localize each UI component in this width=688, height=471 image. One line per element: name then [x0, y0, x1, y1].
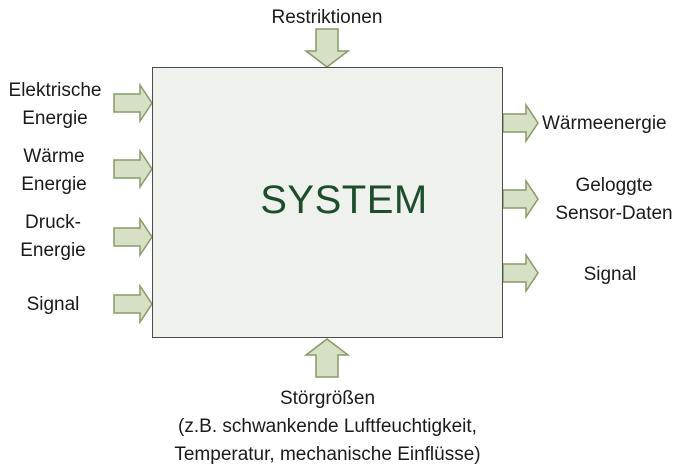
- output-label-sensor-daten: Geloggte Sensor-Daten: [540, 172, 688, 228]
- input-label-line: Energie: [21, 174, 87, 195]
- stoergroessen-line: Temperatur, mechanische Einflüsse): [174, 444, 481, 465]
- input-arrow-waerme-energie: [113, 148, 153, 190]
- restriktionen-text: Restriktionen: [271, 7, 383, 28]
- input-label-line: Signal: [26, 294, 80, 315]
- output-label-waermeenergie: Wärmeenergie: [542, 110, 667, 138]
- input-label-signal: Signal: [0, 291, 106, 319]
- output-label-line: Geloggte: [575, 175, 653, 196]
- input-label-line: Energie: [20, 240, 86, 261]
- system-title: SYSTEM: [260, 178, 428, 222]
- output-label-line: Sensor-Daten: [555, 203, 673, 224]
- input-label-waerme-energie: Wärme Energie: [0, 143, 108, 199]
- stoergroessen-line: (z.B. schwankende Luftfeuchtigkeit,: [178, 416, 477, 437]
- input-label-line: Elektrische: [8, 80, 102, 101]
- restriktionen-label: Restriktionen: [227, 4, 427, 32]
- input-arrow-signal: [113, 283, 153, 325]
- system-box: [152, 67, 503, 338]
- stoergroessen-arrow: [303, 338, 351, 378]
- stoergroessen-label: Störgrößen (z.B. schwankende Luftfeuchti…: [130, 385, 525, 469]
- output-arrow-sensor-daten: [502, 178, 539, 220]
- input-arrow-elektrische-energie: [113, 82, 153, 124]
- input-label-line: Energie: [22, 108, 88, 129]
- output-label-line: Signal: [583, 264, 637, 285]
- output-label-line: Wärmeenergie: [542, 113, 667, 134]
- input-label-elektrische-energie: Elektrische Energie: [0, 77, 110, 133]
- input-label-line: Wärme: [23, 146, 85, 167]
- restriktionen-arrow: [303, 28, 351, 68]
- input-label-line: Druck-: [25, 212, 81, 233]
- output-arrow-waermeenergie: [502, 102, 539, 144]
- output-arrow-signal: [502, 252, 539, 294]
- input-arrow-druck-energie: [113, 216, 153, 258]
- stoergroessen-line: Störgrößen: [279, 388, 376, 409]
- output-label-signal: Signal: [560, 261, 660, 289]
- input-label-druck-energie: Druck- Energie: [0, 209, 106, 265]
